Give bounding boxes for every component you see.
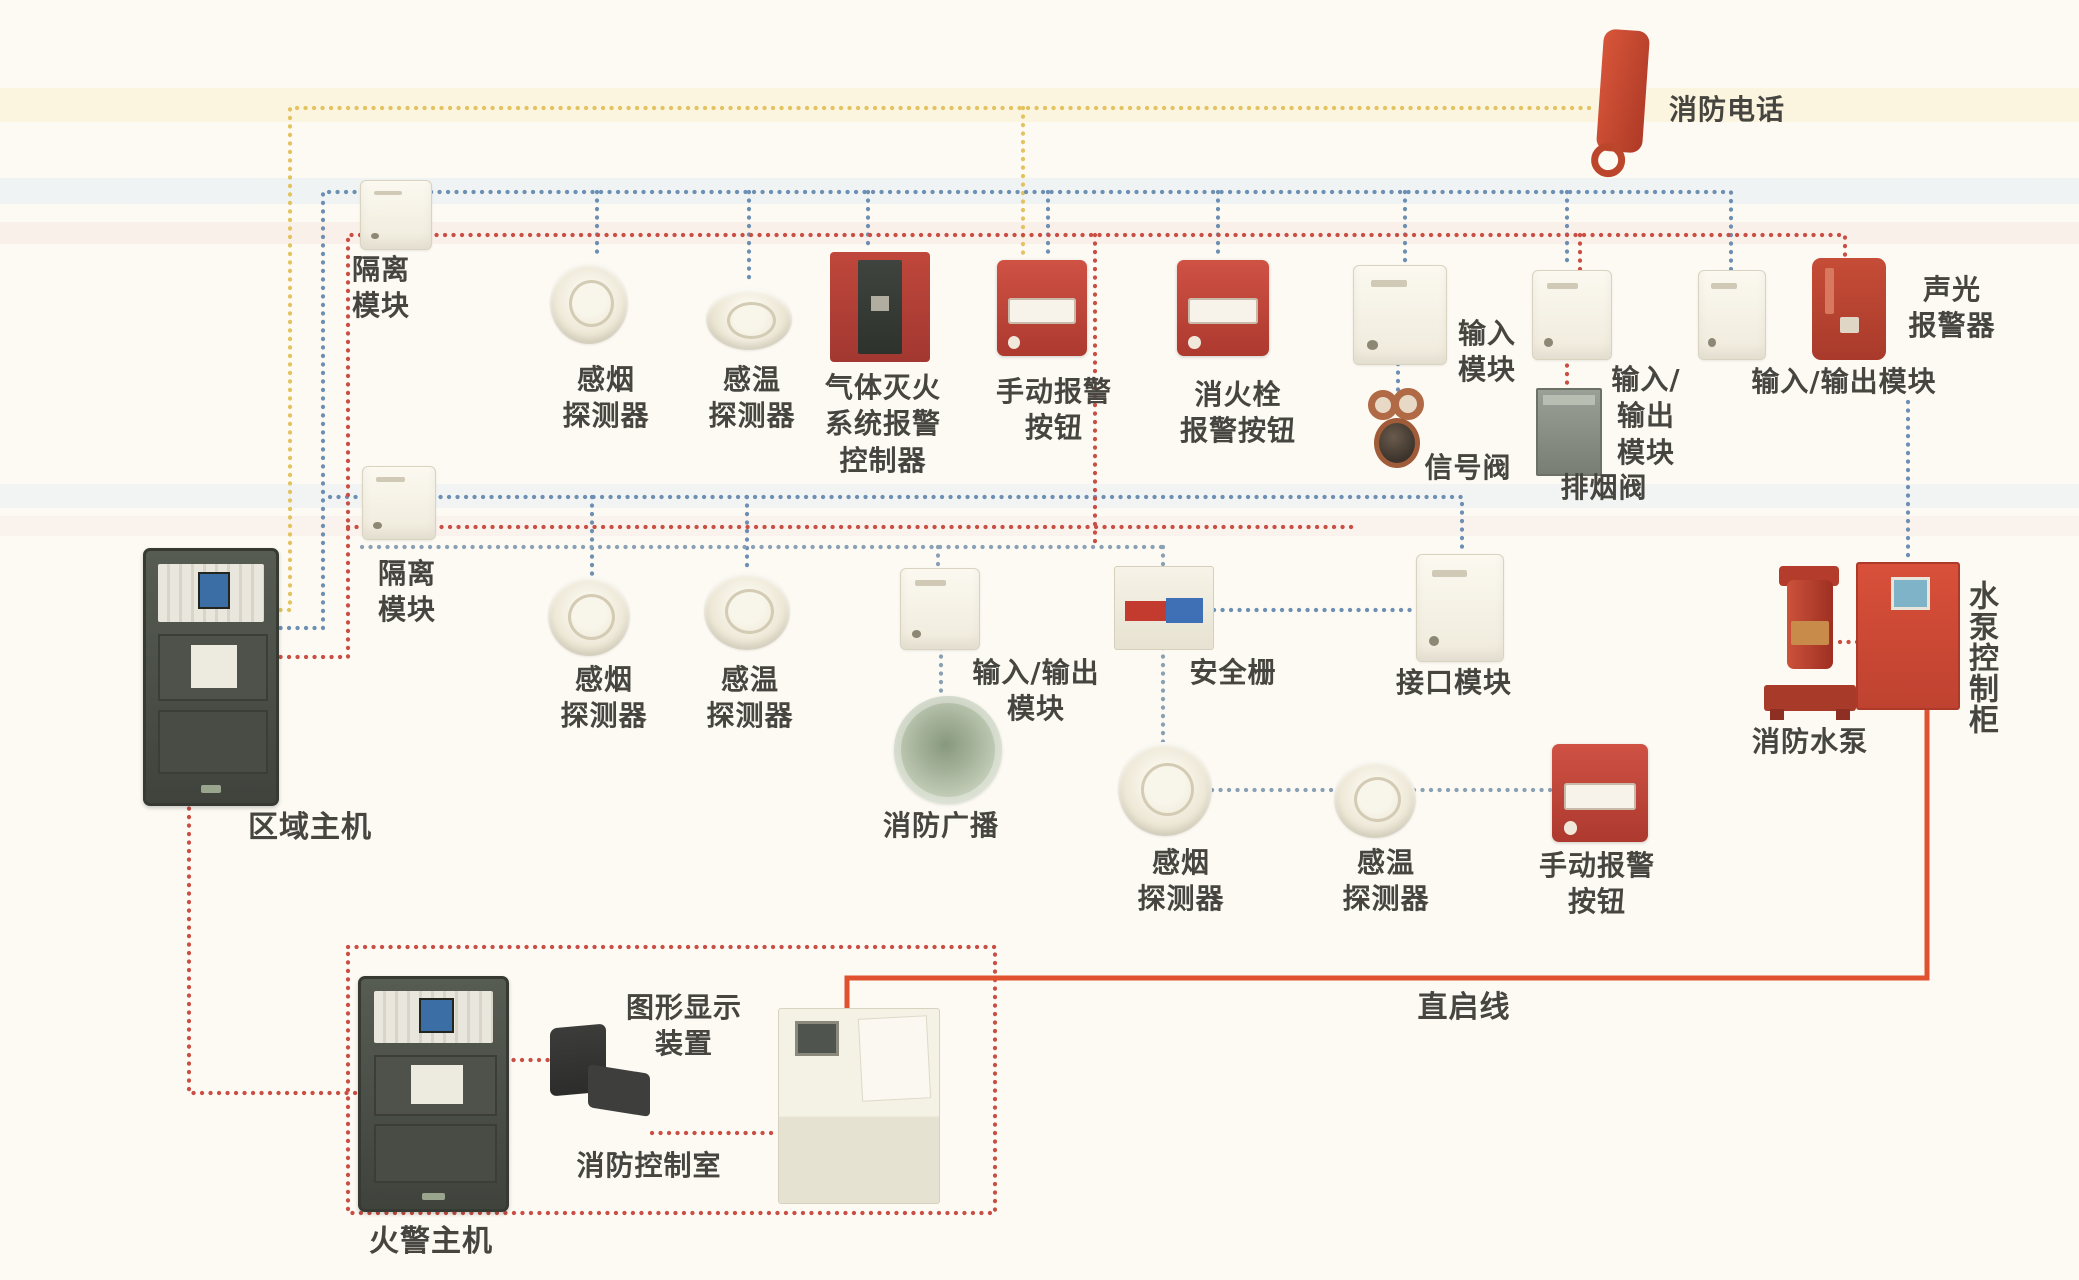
smoke-detector-3-icon: [1118, 742, 1212, 836]
sound-light-alarm-label: 声光 报警器: [1908, 273, 1996, 343]
heat-detector-2-icon: [704, 572, 790, 650]
signal-loop-paths: [269, 189, 1911, 631]
io-module-1-icon: [1532, 270, 1612, 360]
interface-module-label: 接口模块: [1395, 666, 1512, 699]
gas-controller-label: 气体灭火 系统报警 控制器: [824, 371, 941, 477]
manual-call-point-2-icon: [1552, 744, 1648, 842]
fire-alarm-host-window: [374, 1054, 497, 1117]
signal-valve-label: 信号阀: [1424, 451, 1512, 484]
io-module-3-icon: [900, 568, 980, 650]
control-room-console-icon: [778, 1008, 940, 1204]
pump-control-cabinet-icon: [1856, 562, 1960, 710]
manual-button-1-label: 手动报警 按钮: [995, 375, 1112, 445]
interface-module-icon: [1416, 554, 1504, 662]
sound-light-alarm-icon: [1812, 258, 1886, 360]
direct-start-line-label: 直启线: [1417, 990, 1511, 1025]
manual-call-point-1-icon: [997, 260, 1087, 356]
graphic-display-label: 图形显示 装置: [625, 991, 742, 1061]
input-module-icon: [1353, 265, 1447, 365]
smoke-detector-1-icon: [550, 262, 628, 344]
fire-alarm-host-icon: [358, 976, 509, 1212]
fire-alarm-host-label: 火警主机: [369, 1224, 493, 1259]
zone-host-icon: [143, 548, 279, 806]
heat-detector-3-icon: [1334, 760, 1416, 838]
heat-detector-3-label: 感温 探测器: [1342, 846, 1430, 916]
zone-host-window: [157, 634, 269, 702]
heat-detector-2-label: 感温 探测器: [706, 663, 794, 733]
fire-pump-base: [1764, 684, 1856, 711]
fire-phone-label: 消防电话: [1668, 93, 1785, 126]
fire-pump-icon: [1764, 566, 1856, 720]
heat-detector-1-icon: [706, 288, 792, 350]
phone-line-paths: [269, 105, 1599, 613]
power-line-paths: [186, 232, 1865, 1216]
safety-barrier-label: 安全栅: [1189, 656, 1277, 689]
isolation-module-1-label: 隔离 模块: [352, 253, 411, 323]
heat-detector-1-label: 感温 探测器: [708, 363, 796, 433]
smoke-valve-icon: [1536, 388, 1602, 476]
fire-control-room-label: 消防控制室: [576, 1149, 722, 1182]
gas-controller-door: [858, 259, 902, 355]
safety-barrier-icon: [1114, 566, 1214, 650]
smoke-detector-3-label: 感烟 探测器: [1137, 846, 1225, 916]
fire-broadcast-label: 消防广播: [882, 809, 999, 842]
fire-alarm-host-lower-panel: [374, 1123, 497, 1184]
isolation-module-2-icon: [362, 466, 436, 540]
fire-broadcast-speaker-icon: [894, 696, 1002, 804]
aux-line-paths: [359, 544, 1553, 793]
io-module-2-icon: [1698, 270, 1766, 360]
fire-pump-band: [1790, 621, 1830, 645]
hydrant-button-label: 消火栓 报警按钮: [1179, 378, 1296, 448]
smoke-valve-label: 排烟阀: [1560, 471, 1648, 504]
smoke-detector-2-label: 感烟 探测器: [560, 663, 648, 733]
smoke-detector-2-icon: [548, 576, 630, 656]
fire-pump-foot-right: [1835, 709, 1851, 720]
signal-valve-icon: [1366, 388, 1426, 474]
fire-pump-label: 消防水泵: [1751, 725, 1868, 758]
isolation-module-1-icon: [360, 180, 432, 250]
fire-alarm-host-panel: [374, 990, 493, 1044]
gas-controller-icon: [830, 252, 930, 362]
zone-host-panel: [157, 563, 265, 622]
signal-valve-wheel-right: [1392, 388, 1424, 420]
io-module-2-label: 输入/输出模块: [1751, 365, 1937, 398]
smoke-detector-1-label: 感烟 探测器: [562, 363, 650, 433]
io-module-3-label: 输入/输出 模块: [972, 656, 1100, 726]
fire-telephone-icon: [1595, 28, 1651, 154]
manual-button-2-label: 手动报警 按钮: [1538, 849, 1655, 919]
pump-control-cabinet-label: 水泵控制柜: [1963, 579, 1998, 735]
graphic-display-keyboard: [588, 1063, 650, 1117]
zone-host-lower-panel: [157, 709, 269, 775]
isolation-module-2-label: 隔离 模块: [378, 557, 437, 627]
control-room-boundary: [345, 944, 998, 1216]
zone-host-label: 区域主机: [248, 810, 372, 845]
io-module-1-label: 输入/ 输出 模块: [1611, 363, 1681, 469]
hydrant-button-icon: [1177, 260, 1269, 356]
input-module-label: 输入 模块: [1457, 317, 1516, 387]
fire-pump-foot-left: [1769, 709, 1785, 720]
signal-valve-body: [1374, 418, 1420, 468]
